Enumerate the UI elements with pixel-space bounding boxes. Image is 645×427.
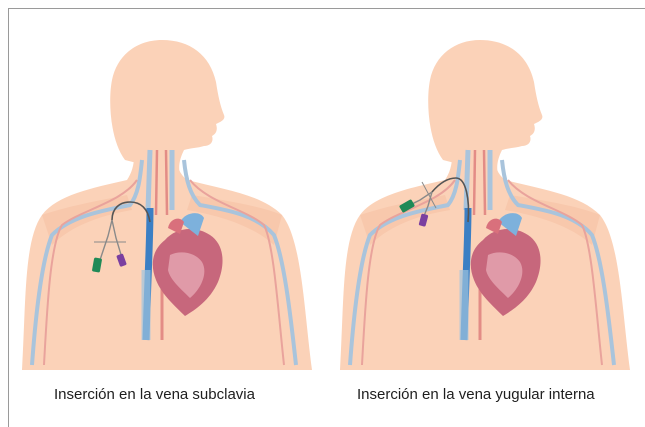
internal-jugular-illustration	[330, 10, 645, 380]
left-caption: Inserción en la vena subclavia	[54, 386, 255, 403]
frame-border-top	[8, 8, 645, 9]
subclavian-illustration	[12, 10, 330, 380]
frame-border-left	[8, 8, 9, 427]
jugular-body-svg	[330, 10, 645, 380]
right-caption: Inserción en la vena yugular interna	[357, 386, 595, 403]
subclavian-body-svg	[12, 10, 330, 380]
